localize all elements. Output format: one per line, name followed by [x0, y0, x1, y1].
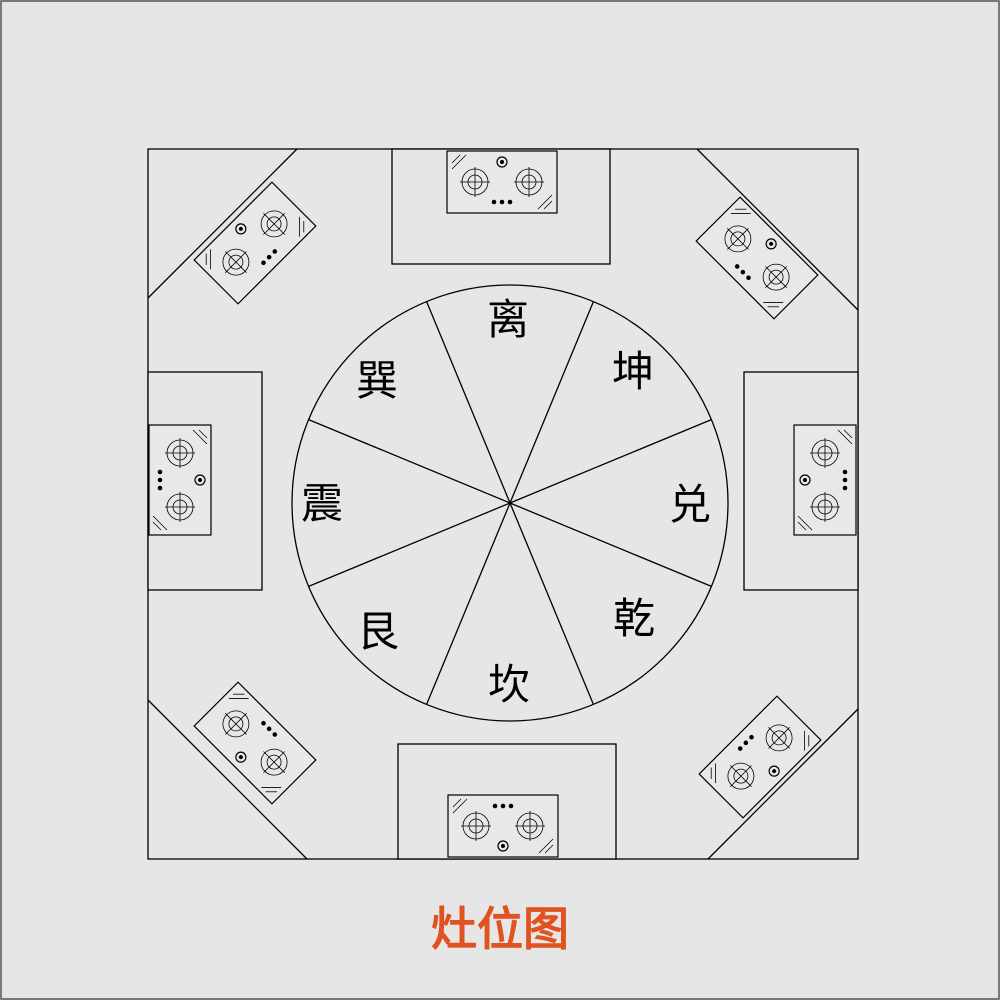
trigram-gen: 艮 [357, 607, 399, 656]
gas-stove-icon [793, 424, 857, 536]
counter-edge-bottom-right [707, 708, 859, 860]
trigram-kun: 坤 [612, 347, 654, 396]
wheel-divider-line [308, 502, 511, 588]
trigram-zhen: 震 [301, 479, 343, 528]
gas-stove-icon [695, 196, 819, 320]
counter-edge-bottom-left [147, 699, 308, 860]
wheel-divider-line [509, 502, 595, 705]
diagram-title: 灶位图 [431, 902, 569, 956]
counter-edge-top-left [147, 148, 298, 299]
wheel-divider-line [425, 301, 511, 504]
trigram-xun: 巽 [356, 356, 398, 405]
gas-stove-icon [447, 794, 559, 858]
wheel-divider-line [425, 502, 511, 705]
wheel-divider-line [509, 418, 712, 504]
gas-stove-icon [193, 181, 317, 305]
trigram-li: 离 [487, 295, 529, 344]
counter-edge-top-right [696, 148, 859, 311]
wheel-divider-line [308, 418, 511, 504]
trigram-qian: 乾 [613, 594, 655, 643]
trigram-kan: 坎 [488, 660, 530, 709]
gas-stove-icon [446, 150, 558, 214]
gas-stove-icon [148, 424, 212, 536]
bagua-wheel [291, 284, 729, 722]
gas-stove-icon [698, 695, 822, 819]
wheel-divider-line [509, 301, 595, 504]
wheel-divider-line [509, 502, 712, 588]
trigram-dui: 兑 [669, 480, 711, 529]
gas-stove-icon [193, 681, 317, 805]
